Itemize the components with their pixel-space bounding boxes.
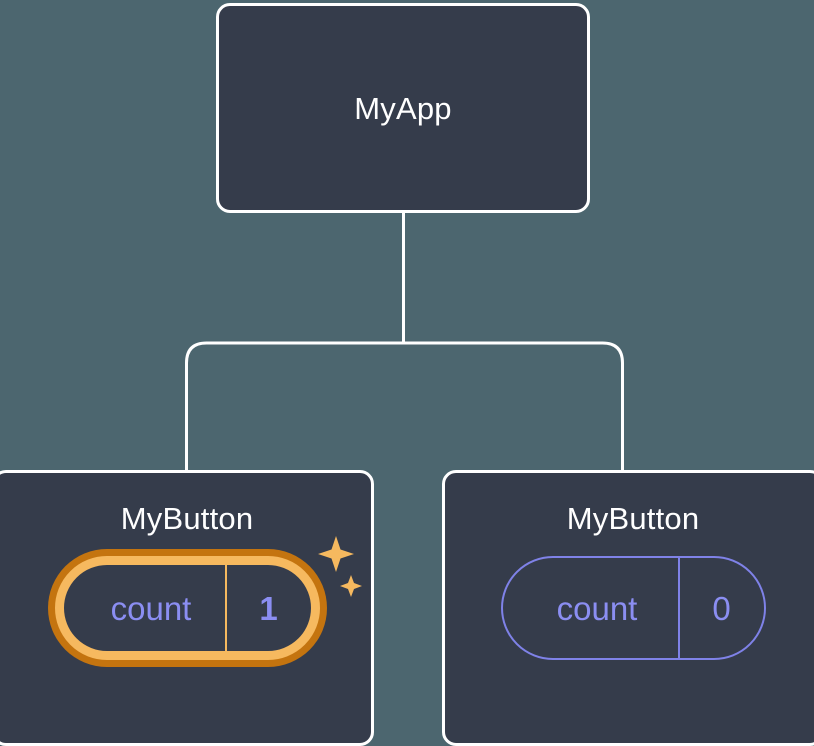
sparkle-small-icon [339,575,362,597]
sparkle-large-icon [317,536,354,572]
node-mybutton-left[interactable]: MyButton count 1 [0,470,374,746]
node-title-root: MyApp [354,90,452,126]
node-myapp[interactable]: MyApp [216,3,590,213]
state-pill-highlighted[interactable]: count 1 [54,556,320,660]
node-mybutton-right[interactable]: MyButton count 0 [442,470,814,746]
state-label-left: count [110,589,192,627]
node-title-child-left: MyButton [120,501,254,536]
state-pill-divider-left [224,565,227,651]
connector-children-bus [185,341,624,470]
node-title-child-right: MyButton [566,501,700,536]
state-value-right: 0 [712,589,731,627]
state-value-left: 1 [259,589,278,627]
state-pill-plain[interactable]: count 0 [500,556,766,660]
state-pill-wrapper-right: count 0 [500,556,766,660]
state-label-right: count [556,589,638,627]
state-pill-wrapper-left: count 1 [54,536,362,660]
state-pill-divider-right [677,558,680,658]
